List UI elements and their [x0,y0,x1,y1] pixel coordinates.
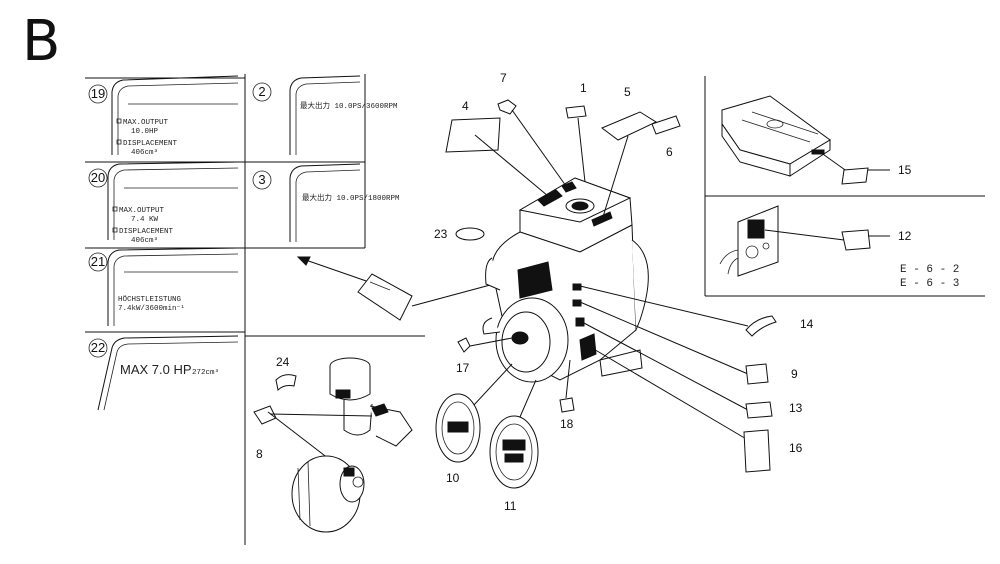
panel-19-line-2: 10.0HP [131,128,159,136]
top-decals [445,99,681,241]
callout-13: 13 [789,401,803,415]
callout-24: 24 [276,355,290,369]
callout-16: 16 [789,441,803,455]
switch-panel-inset [719,205,890,277]
callout-7: 7 [500,71,507,85]
panel-2-number: 2 [258,84,265,99]
panel-20: 20 MAX.OUTPUT 7.4 KW DISPLACEMENT 406cm³ [88,161,239,245]
panel-20-line-4: 406cm³ [131,236,158,245]
callout-9: 9 [791,367,798,381]
panel-22-line-2: 272cm³ [192,368,219,377]
ref-code-1: E - 6 - 2 [900,264,959,276]
callout-10: 10 [446,471,460,485]
panel-3: 3 最大出力 10.0PS/1800RPM [252,163,400,242]
panel-22-number: 22 [91,340,105,355]
panel-19: 19 MAX.OUTPUT 10.0HP DISPLACEMENT 406cm³ [88,75,239,157]
panel-20-line-3: DISPLACEMENT [119,228,174,236]
panel-3-number: 3 [258,172,265,187]
side-decals [457,315,777,473]
ref-code-2: E - 6 - 3 [900,278,959,290]
callout-6: 6 [666,145,673,159]
panel-2-line-1: 最大出力 10.0PS/3600RPM [300,100,398,111]
engine-body [482,177,649,383]
panel-19-line-1: MAX.OUTPUT [123,119,169,127]
panel-21-number: 21 [91,254,105,269]
panel-21: 21 HÖCHSTLEISTUNG 7.4kW/3600min⁻¹ [88,247,239,326]
panel-20-line-2: 7.4 KW [131,216,159,224]
callout-4: 4 [462,99,469,113]
panel-19-line-3: DISPLACEMENT [123,140,178,148]
callout-5: 5 [624,85,631,99]
callout-18: 18 [560,417,574,431]
callout-15: 15 [898,163,912,177]
callout-1: 1 [580,81,587,95]
control-box-inset [721,95,890,185]
emblems [435,393,539,489]
callout-numbers: 1 4 5 6 7 8 9 10 11 12 13 14 15 16 17 18… [256,71,912,513]
section-letter: B [22,9,61,74]
callout-14: 14 [800,317,814,331]
callout-12: 12 [898,229,912,243]
right-inset-frame [704,76,985,297]
panel-19-number: 19 [91,86,105,101]
panel-21-line-1: HÖCHSTLEISTUNG [118,295,182,304]
panel-20-number: 20 [91,170,105,185]
callout-23: 23 [434,227,448,241]
panel-2: 2 最大出力 10.0PS/3600RPM [252,75,398,155]
callout-17: 17 [456,361,470,375]
air-cleaner-inset [253,357,413,533]
panel-3-line-1: 最大出力 10.0PS/1800RPM [302,192,400,203]
callout-11: 11 [504,499,517,513]
panel-21-line-2: 7.4kW/3600min⁻¹ [118,304,185,313]
panel-22-line-1: MAX 7.0 HP [120,362,192,377]
panel-19-line-4: 406cm³ [131,148,158,157]
callout-8: 8 [256,447,263,461]
panel-20-line-1: MAX.OUTPUT [119,207,165,215]
panel-22: 22 MAX 7.0 HP 272cm³ [88,335,239,411]
